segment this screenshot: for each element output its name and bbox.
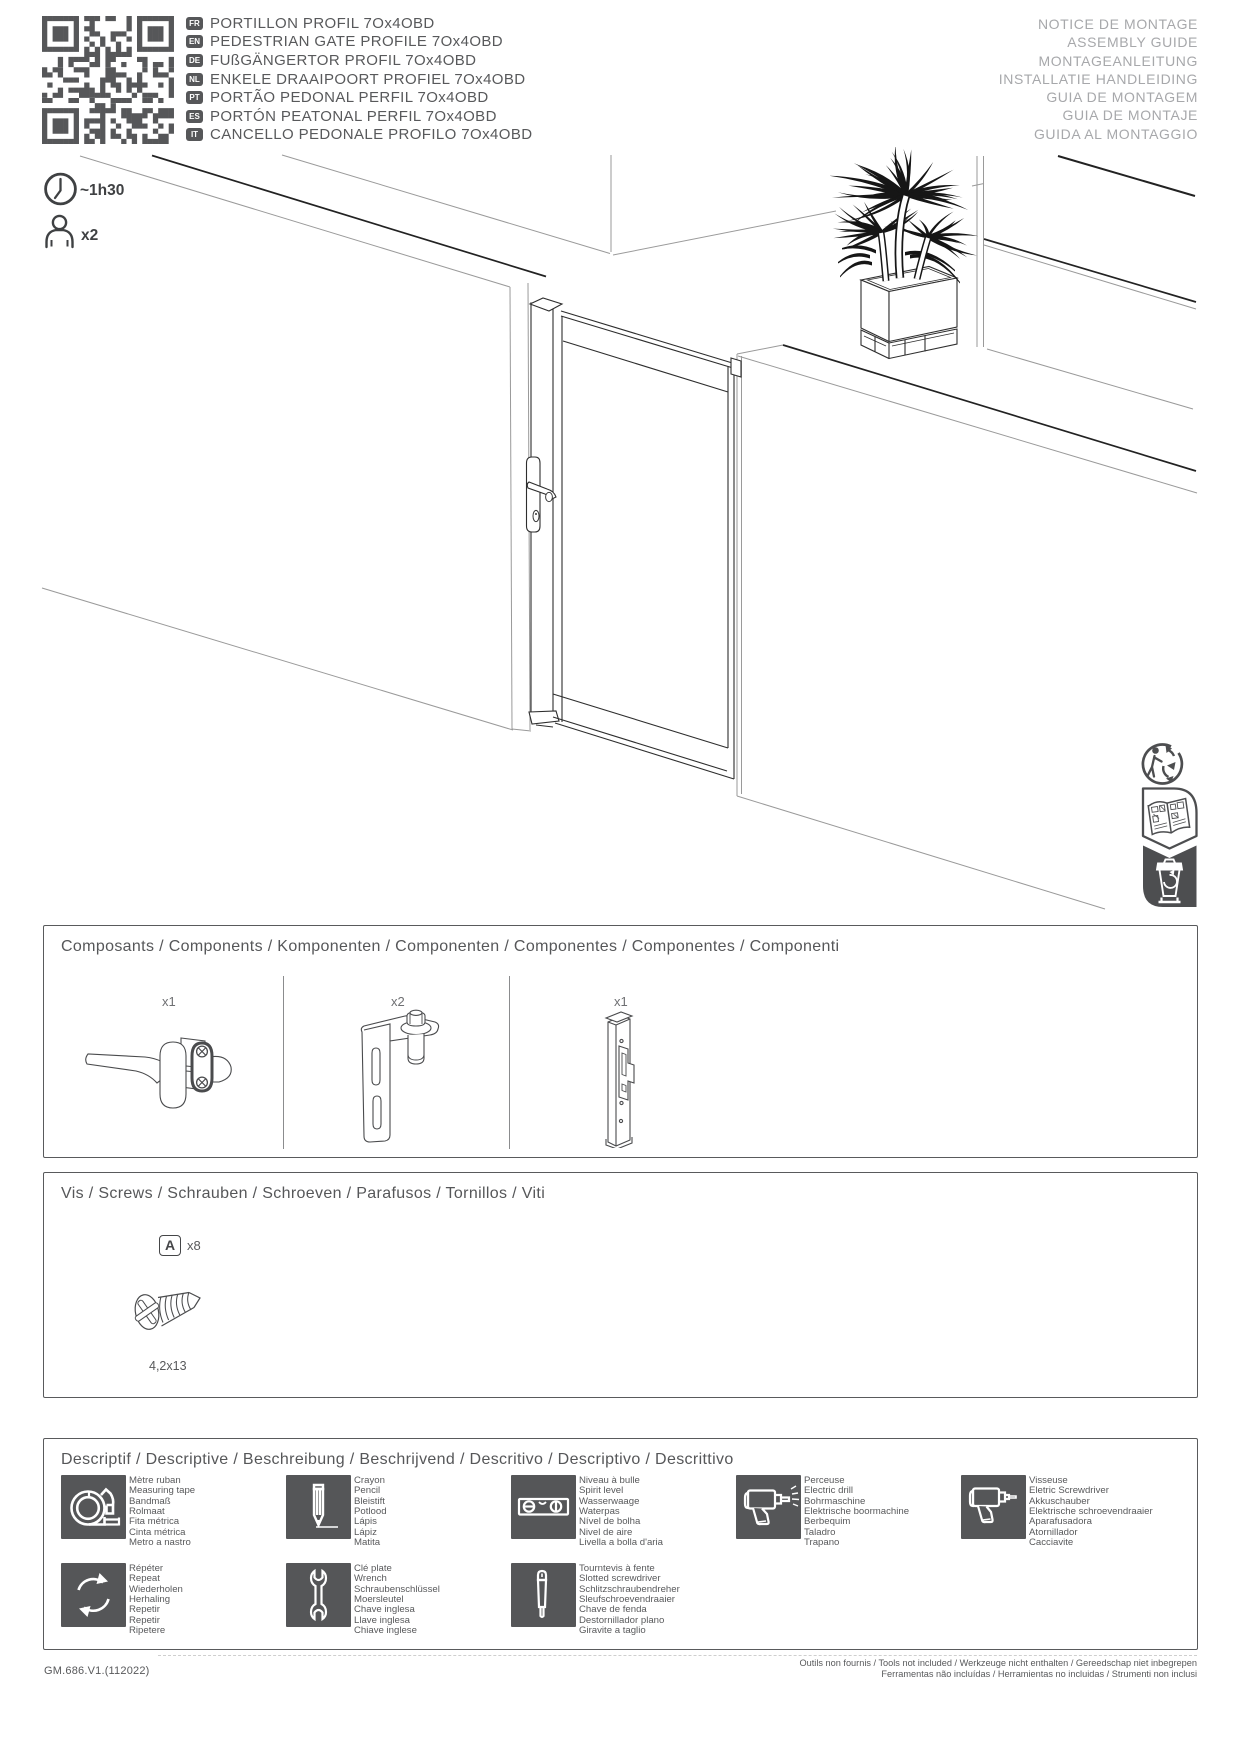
svg-text:~1h30: ~1h30	[80, 182, 124, 199]
svg-text:x2: x2	[81, 227, 98, 244]
